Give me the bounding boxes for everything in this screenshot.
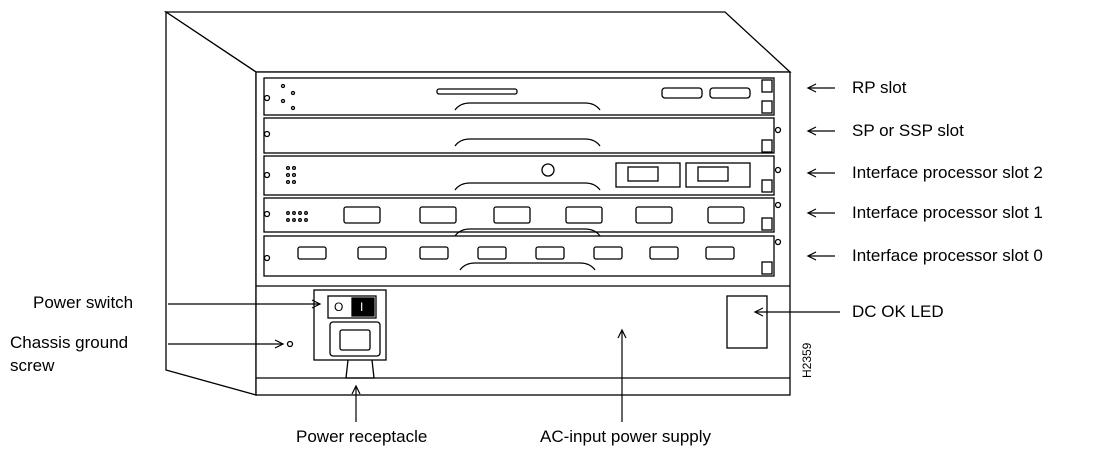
rp-slot-card bbox=[263, 77, 775, 116]
sp-slot-label: SP or SSP slot bbox=[852, 121, 964, 140]
callout-arrows bbox=[168, 83, 840, 422]
rp-slot-label: RP slot bbox=[852, 78, 907, 97]
sp-slot-card bbox=[263, 117, 782, 154]
dc-ok-led bbox=[726, 295, 768, 349]
ac-power-supply-label: AC-input power supply bbox=[540, 427, 712, 446]
ground-screw bbox=[286, 340, 294, 348]
power-supply-panel bbox=[286, 289, 768, 379]
ip-slot-0-card bbox=[263, 235, 782, 277]
figure-id: H2359 bbox=[800, 342, 814, 378]
power-switch[interactable] bbox=[327, 295, 377, 319]
chassis-body bbox=[163, 10, 792, 396]
power-receptacle-label: Power receptacle bbox=[296, 427, 428, 446]
ip-slot-1-card bbox=[263, 197, 782, 237]
ip-slot-2-card bbox=[263, 155, 782, 196]
ip-slot-1-label: Interface processor slot 1 bbox=[852, 203, 1043, 222]
ip-slot-2-label: Interface processor slot 2 bbox=[852, 163, 1043, 182]
switch-off-mark: O bbox=[334, 300, 344, 314]
ground-screw-label-line1: Chassis ground bbox=[10, 333, 129, 352]
ground-screw-label-line2: screw bbox=[10, 356, 55, 375]
switch-on-mark: I bbox=[360, 300, 364, 314]
power-switch-label: Power switch bbox=[33, 293, 134, 312]
power-receptacle bbox=[329, 321, 381, 357]
dc-ok-led-label: DC OK LED bbox=[852, 302, 944, 321]
ip-slot-0-label: Interface processor slot 0 bbox=[852, 246, 1043, 265]
